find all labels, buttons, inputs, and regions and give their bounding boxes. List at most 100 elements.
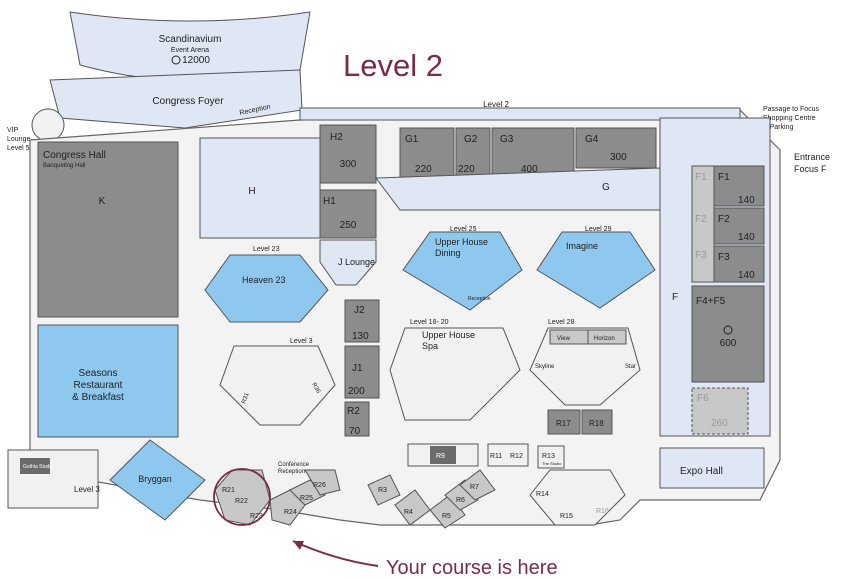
upper-house-dining[interactable]	[402, 231, 523, 311]
map-title: Level 2	[343, 48, 443, 83]
room-r25-label: R25	[300, 495, 313, 502]
level25-label: Level 25	[450, 226, 477, 233]
congress-foyer-label: Congress Foyer	[152, 96, 224, 107]
room-r6-label: R6	[456, 497, 465, 504]
room-f6[interactable]	[691, 387, 749, 435]
congress-hall-k[interactable]	[37, 141, 179, 318]
room-r7-label: R7	[470, 484, 479, 491]
room-r3-label: R3	[378, 487, 387, 494]
room-r13[interactable]	[537, 445, 565, 469]
room-f4f5-label: F4+F5	[696, 296, 726, 307]
expo-hall[interactable]	[659, 447, 765, 489]
heaven-23-label: Heaven 23	[242, 275, 286, 285]
j-lounge-label: J Lounge	[338, 257, 375, 267]
room-r2[interactable]	[344, 401, 370, 437]
hall-h-label: H	[248, 186, 255, 197]
conference-1: Conference	[278, 462, 310, 468]
bryggan[interactable]	[109, 439, 206, 521]
congress-hall-label: Congress Hall	[43, 150, 106, 161]
room-r12-label: R12	[510, 453, 523, 460]
room-j1[interactable]	[344, 345, 380, 399]
heaven-23[interactable]	[204, 254, 329, 323]
seasons-1: Seasons	[79, 368, 118, 379]
room-g4-cap: 300	[610, 152, 627, 163]
r14-r16-block[interactable]	[529, 469, 626, 526]
room-r17-label: R17	[556, 419, 571, 428]
room-r17[interactable]	[547, 409, 581, 435]
level3-label: Level 3	[290, 338, 313, 345]
upper-house-spa[interactable]	[389, 327, 521, 421]
room-r23-label: R23	[250, 513, 263, 520]
room-r26[interactable]	[304, 469, 341, 496]
room-g2-label: G2	[464, 134, 478, 145]
room-r5[interactable]	[429, 494, 466, 529]
seasons-restaurant[interactable]	[37, 324, 179, 438]
room-skyline-label: Skyline	[535, 364, 555, 370]
room-r2-label: R2	[347, 406, 360, 417]
level28-label: Level 28	[548, 319, 575, 326]
room-r18[interactable]	[581, 409, 613, 435]
room-r24[interactable]	[269, 489, 306, 526]
callout-arrow	[292, 540, 379, 567]
room-f2[interactable]	[713, 207, 765, 245]
arena-name: Scandinavium	[159, 34, 222, 45]
entrance-2: Focus F	[794, 164, 827, 174]
room-r9[interactable]	[430, 446, 456, 464]
vip-lounge[interactable]	[31, 108, 65, 142]
room-f6-cap: 260	[711, 418, 728, 429]
room-star-label: Star	[625, 364, 636, 370]
room-f1-label: F1	[718, 172, 730, 183]
spa-1: Upper House	[422, 330, 475, 340]
banqueting-label: Banqueting Hall	[43, 163, 85, 169]
level3-block[interactable]	[219, 345, 336, 426]
room-f1[interactable]	[713, 165, 765, 207]
arena-sub: Event Arena	[171, 47, 209, 54]
level2-label: Level 2	[483, 100, 509, 109]
room-r7[interactable]	[459, 469, 496, 501]
callout-arrowhead	[293, 541, 304, 550]
seasons-3: & Breakfast	[72, 392, 124, 403]
room-j2[interactable]	[344, 299, 380, 343]
upper-dining-1: Upper House	[435, 237, 488, 247]
room-g2[interactable]	[455, 127, 491, 181]
bryggan-label: Bryggan	[138, 474, 172, 484]
room-g3-label: G3	[500, 134, 514, 145]
hall-h[interactable]	[199, 137, 321, 239]
spa-2: Spa	[422, 341, 438, 351]
room-r36: R36	[310, 382, 321, 395]
callout-text: Your course is here	[386, 557, 558, 579]
f2-grey: F2	[695, 214, 707, 225]
room-r9-label: R9	[436, 453, 445, 460]
passage-1: Passage to Focus	[763, 106, 820, 113]
arena-capacity: 12000	[182, 55, 210, 66]
level18-label: Level 18- 20	[410, 319, 449, 326]
upper-dining-2: Dining	[435, 248, 461, 258]
hall-k-label: K	[99, 196, 106, 207]
room-r26-label: R26	[313, 482, 326, 489]
level28-block[interactable]	[529, 327, 641, 406]
congress-foyer[interactable]	[49, 69, 303, 129]
room-r3[interactable]	[367, 474, 401, 506]
room-f4f5-cap: 600	[720, 338, 737, 349]
room-horizon[interactable]	[587, 329, 627, 345]
room-f3[interactable]	[713, 245, 765, 283]
passage-3: & Parking	[763, 124, 793, 131]
room-j2-cap: 130	[352, 331, 369, 342]
room-r11-r12[interactable]	[487, 443, 529, 467]
entrance-1: Entrance	[794, 152, 830, 162]
room-r31: R31	[241, 392, 251, 405]
room-r18-label: R18	[589, 419, 604, 428]
room-h1[interactable]	[319, 189, 377, 239]
j-lounge[interactable]	[319, 239, 377, 286]
vip-3: Level 5	[7, 145, 30, 152]
f3-grey: F3	[695, 250, 707, 261]
room-g1[interactable]	[399, 127, 455, 181]
imagine[interactable]	[536, 231, 656, 309]
room-f3-label: F3	[718, 252, 730, 263]
room-r24-label: R24	[284, 509, 297, 516]
room-h2[interactable]	[319, 124, 377, 184]
room-g4[interactable]	[575, 127, 657, 169]
room-f2-label: F2	[718, 214, 730, 225]
